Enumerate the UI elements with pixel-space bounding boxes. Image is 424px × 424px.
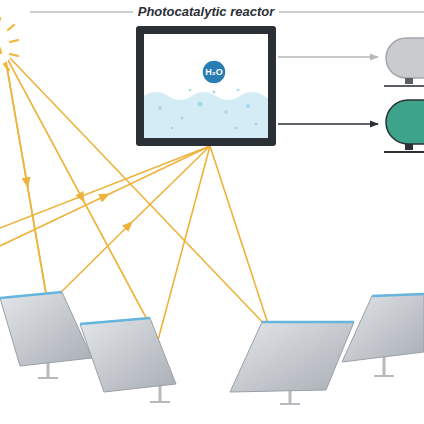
output-arrow — [278, 56, 378, 58]
reactor-frame — [136, 26, 276, 146]
mirror-panel — [230, 322, 354, 404]
gas-tank — [384, 38, 424, 86]
molecule-label: H₂O — [205, 67, 223, 77]
gas-tank — [384, 100, 424, 152]
water — [144, 92, 271, 138]
mirror-panel — [0, 292, 92, 378]
mirror-panel — [342, 294, 424, 376]
reactor-box: Photocatalytic reactorH₂O — [116, 0, 296, 146]
output-arrow — [278, 123, 378, 125]
mirror-panel — [80, 318, 176, 402]
molecule-circle: H₂O — [201, 59, 227, 85]
bubbles — [158, 89, 258, 130]
reactor-title: Photocatalytic reactor — [133, 3, 280, 21]
